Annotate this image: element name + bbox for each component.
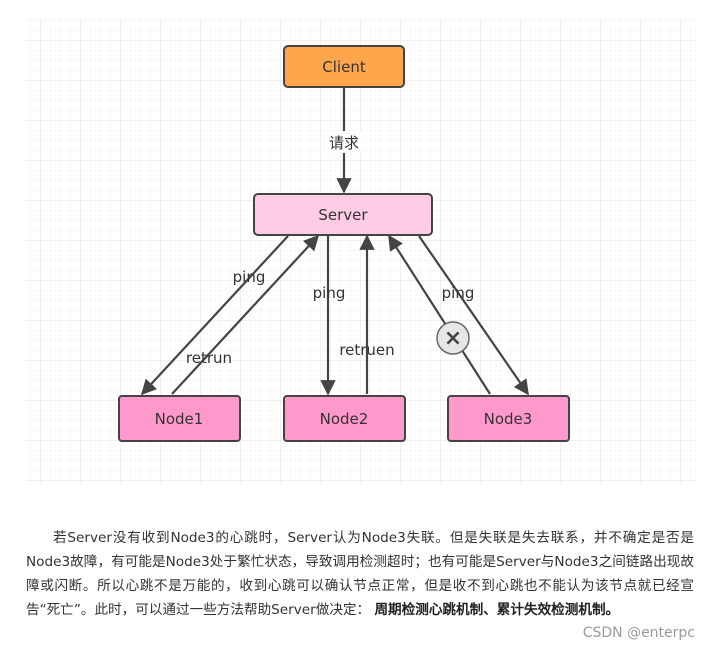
node-node1-label: Node1 <box>155 410 204 428</box>
edge-label-bg-request <box>326 131 362 153</box>
node-server: Server <box>253 193 433 236</box>
node-server-label: Server <box>318 206 368 224</box>
edge-server-node3-ping <box>418 235 529 396</box>
close-icon: × <box>444 326 462 351</box>
node-node3-label: Node3 <box>484 410 533 428</box>
node-client-label: Client <box>322 58 366 76</box>
edge-label-ping-node2: ping <box>313 284 346 302</box>
architecture-diagram: 请求 ping retrun ping retruen ping × Clien… <box>26 18 696 484</box>
edge-node3-server-failed-return <box>388 234 491 395</box>
edge-label-return-node1: retrun <box>186 349 232 367</box>
edge-server-node1-ping <box>140 235 289 396</box>
edge-label-request: 请求 <box>329 134 359 152</box>
watermark: CSDN @enterpc <box>582 625 695 641</box>
node-node1: Node1 <box>118 395 241 442</box>
node-client: Client <box>283 45 405 88</box>
edge-label-ping-node3: ping <box>442 284 475 302</box>
edge-label-ping-node1: ping <box>233 268 266 286</box>
failure-marker: × <box>436 321 470 355</box>
description-bold-text: 周期检测心跳机制、累计失效检测机制。 <box>374 602 620 618</box>
node-node2: Node2 <box>283 395 406 442</box>
node-node3: Node3 <box>447 395 570 442</box>
description-paragraph: 若Server没有收到Node3的心跳时，Server认为Node3失联。但是失… <box>26 526 694 622</box>
edge-node1-server-return <box>171 234 320 395</box>
edge-label-return-node2: retruen <box>339 341 394 359</box>
node-node2-label: Node2 <box>320 410 369 428</box>
failure-circle <box>436 321 470 355</box>
description-text: 若Server没有收到Node3的心跳时，Server认为Node3失联。但是失… <box>26 530 694 618</box>
